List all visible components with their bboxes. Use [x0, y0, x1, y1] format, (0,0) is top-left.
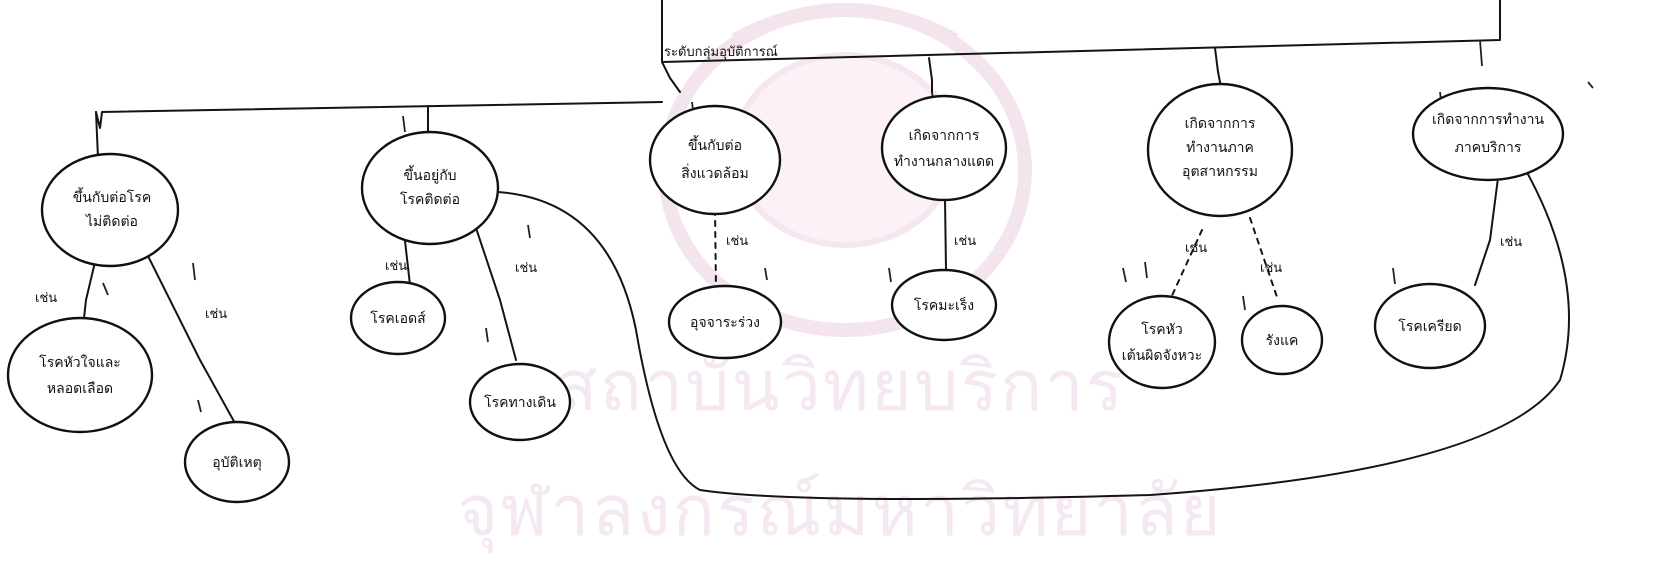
example-node: อุบัติเหตุ: [183, 420, 291, 504]
edge-label: เช่น: [385, 259, 407, 274]
edge-label: เช่น: [1500, 235, 1522, 250]
category-label: ขึ้นกับต่อ: [688, 135, 742, 154]
category-label: ขึ้นอยู่กับ: [403, 165, 456, 184]
example-node: โรคหัว เต้นผิดจังหวะ: [1107, 294, 1217, 390]
loop-cat2-cat6: [497, 159, 1570, 500]
example-node: โรคหัวใจและ หลอดเลือด: [6, 316, 154, 434]
edge-cat3-ex5: [714, 209, 717, 291]
edge-label: เช่น: [205, 307, 227, 322]
example-label: โรคเครียด: [1398, 318, 1461, 335]
watermark-line2: จุฬาลงกรณ์มหาวิทยาลัย: [457, 470, 1222, 554]
edge-cat5-ex7: [1169, 229, 1203, 301]
category-node: เกิดจากการ ทำงานกลางแดด: [880, 94, 1008, 202]
category-node: ขึ้นกับต่อ สิ่งแวดล้อม: [648, 104, 782, 216]
edge-cat1-ex1: [83, 261, 96, 319]
example-label: โรคหัว: [1141, 321, 1183, 338]
category-label: เกิดจากการ: [909, 128, 980, 144]
example-label: อุบัติเหตุ: [212, 455, 262, 471]
edge-label: เช่น: [954, 234, 976, 249]
category-label: อุตสาหกรรม: [1182, 164, 1258, 180]
edge-label: เช่น: [1185, 241, 1207, 256]
watermark: สถาบันวิทยบริการ จุฬาลงกรณ์มหาวิทยาลัย: [457, 3, 1222, 554]
edge-cat1-ex2: [144, 249, 237, 426]
example-label: หลอดเลือด: [47, 381, 113, 397]
category-label: ทำงานกลางแดด: [894, 154, 994, 170]
example-label: โรคทางเดิน: [484, 394, 556, 411]
watermark-seal: [658, 3, 1032, 337]
level-bar-left: [95, 101, 663, 129]
example-label: เต้นผิดจังหวะ: [1122, 348, 1202, 364]
example-label: โรคมะเร็ง: [914, 296, 974, 314]
category-label: ไม่ติดต่อ: [85, 213, 138, 230]
example-node: โรคมะเร็ง: [890, 268, 998, 342]
example-label: รังแค: [1266, 333, 1299, 349]
category-node: ขึ้นกับต่อโรค ไม่ติดต่อ: [40, 152, 180, 268]
example-label: โรคหัวใจและ: [39, 354, 121, 371]
example-node: โรคเครียด: [1373, 282, 1487, 370]
category-label: เกิดจากการ: [1185, 116, 1256, 132]
edge-label: เช่น: [1260, 261, 1282, 276]
category-node: ขึ้นอยู่กับ โรคติดต่อ: [360, 130, 500, 246]
edge-cat4-ex6: [944, 197, 947, 271]
edge-label: เช่น: [515, 261, 537, 276]
category-label: เกิดจากการทำงาน: [1432, 112, 1545, 128]
category-label: ขึ้นกับต่อโรค: [73, 187, 151, 206]
example-nodes: โรคหัวใจและ หลอดเลือด อุบัติเหตุ โรคเอดส…: [6, 268, 1487, 504]
trunk-down-cat3: [661, 61, 681, 93]
edge-cat2-ex4: [475, 227, 517, 361]
category-node: เกิดจากการทำงาน ภาคบริการ: [1411, 86, 1565, 182]
example-node: โรคทางเดิน: [468, 362, 572, 442]
edge-cat6-ex9: [1474, 177, 1499, 286]
category-label: ภาคบริการ: [1455, 140, 1522, 156]
category-node: เกิดจากการ ทำงานภาค อุตสาหกรรม: [1146, 82, 1294, 218]
example-node: รังแค: [1240, 304, 1324, 376]
branch-cat4: [928, 57, 933, 93]
category-label: โรคติดต่อ: [400, 191, 460, 208]
branch-cat1: [95, 111, 99, 159]
edge-label: เช่น: [35, 291, 57, 306]
example-label: อุจจาระร่วง: [690, 315, 760, 331]
level-label: ระดับกลุ่มอุบัติการณ์: [664, 44, 778, 60]
example-label: โรคเอดส์: [370, 310, 426, 327]
watermark-line1: สถาบันวิทยบริการ: [555, 345, 1125, 427]
edge-cat5-ex8: [1249, 217, 1279, 301]
edge-labels: เช่น เช่น เช่น เช่น เช่น เช่น เช่น เช่น …: [35, 234, 1522, 322]
category-label: สิ่งแวดล้อม: [681, 164, 749, 182]
top-frame-line: [661, 0, 1501, 63]
connectors: [83, 0, 1594, 500]
category-label: ทำงานภาค: [1186, 140, 1254, 156]
edge-label: เช่น: [726, 234, 748, 249]
example-node: อุจจาระร่วง: [667, 284, 783, 360]
category-nodes: ขึ้นกับต่อโรค ไม่ติดต่อ ขึ้นอยู่กับ โรคต…: [40, 82, 1565, 268]
example-node: โรคเอดส์: [349, 280, 447, 356]
